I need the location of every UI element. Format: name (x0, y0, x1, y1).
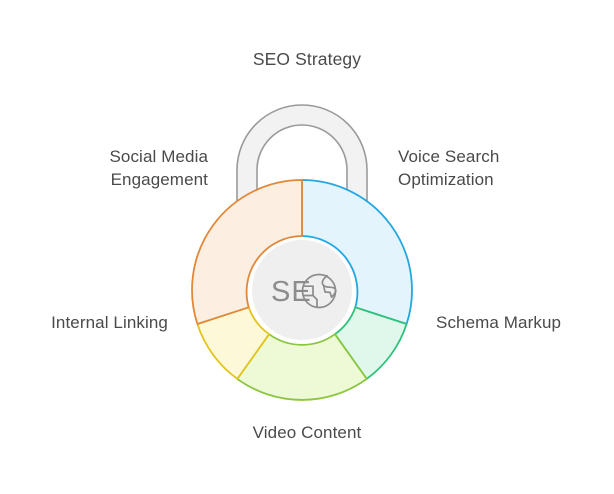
globe-icon (301, 273, 337, 309)
segment-social-media-engagement[interactable] (191, 179, 303, 325)
page-title: SEO Strategy (252, 49, 362, 69)
padlock-shackle-icon (236, 104, 368, 231)
label-social-media-engagement: Social Media Engagement (109, 147, 208, 189)
label-voice-search-optimization: Voice Search Optimization (398, 147, 500, 189)
label-schema-markup: Schema Markup (436, 313, 562, 332)
center-label: SE (271, 276, 312, 308)
donut-ring (191, 179, 413, 401)
label-internal-linking: Internal Linking (51, 313, 168, 332)
segment-voice-search-optimization[interactable] (301, 179, 413, 325)
label-video-content: Video Content (252, 423, 362, 442)
